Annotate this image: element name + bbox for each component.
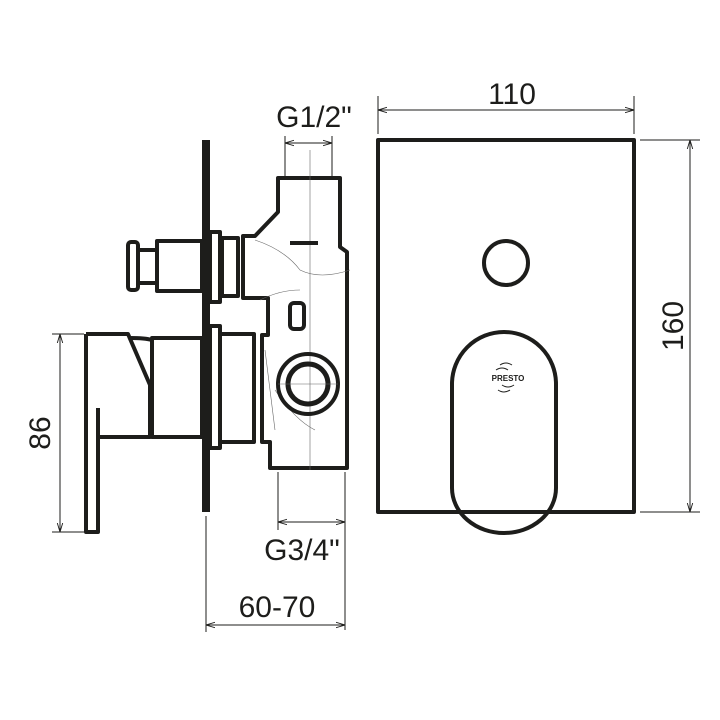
lever-handle [450,330,558,535]
front-view: PRESTO [376,138,636,535]
dimension-outlet-thread: G3/4" [264,472,346,630]
hidden-lines [254,239,351,431]
dimension-label: 110 [488,78,536,111]
brand-logo-text: PRESTO [492,374,525,383]
logo-waves-icon [495,362,515,393]
dimension-installation-depth: 60-70 [205,516,345,632]
dimension-label: 86 [24,416,57,449]
dimension-label: G1/2" [276,101,352,134]
handle-joint [129,336,153,342]
handle-sleeve [218,332,256,444]
side-view [84,140,351,534]
valve-body [241,176,349,470]
wall-plate [202,140,210,512]
diverter-collar [220,236,240,298]
diverter-stem [155,239,204,293]
cover-plate [376,138,636,514]
presto-logo: PRESTO [492,362,525,393]
dimension-label: G3/4" [264,534,340,567]
dimension-label: 160 [657,301,690,351]
diverter-button [482,239,530,287]
dimension-handle-height: 86 [24,333,84,533]
body-slot [288,301,306,331]
handle-side [86,332,152,439]
diverter-flange [208,230,222,304]
diverter-cap [126,240,140,292]
dimension-height: 160 [640,139,700,513]
dimension-inlet-thread: G1/2" [276,101,352,176]
dimension-label: 60-70 [239,591,316,624]
handle-lever [84,334,100,534]
dimension-width: 110 [377,78,635,134]
handle-hub [150,336,204,439]
